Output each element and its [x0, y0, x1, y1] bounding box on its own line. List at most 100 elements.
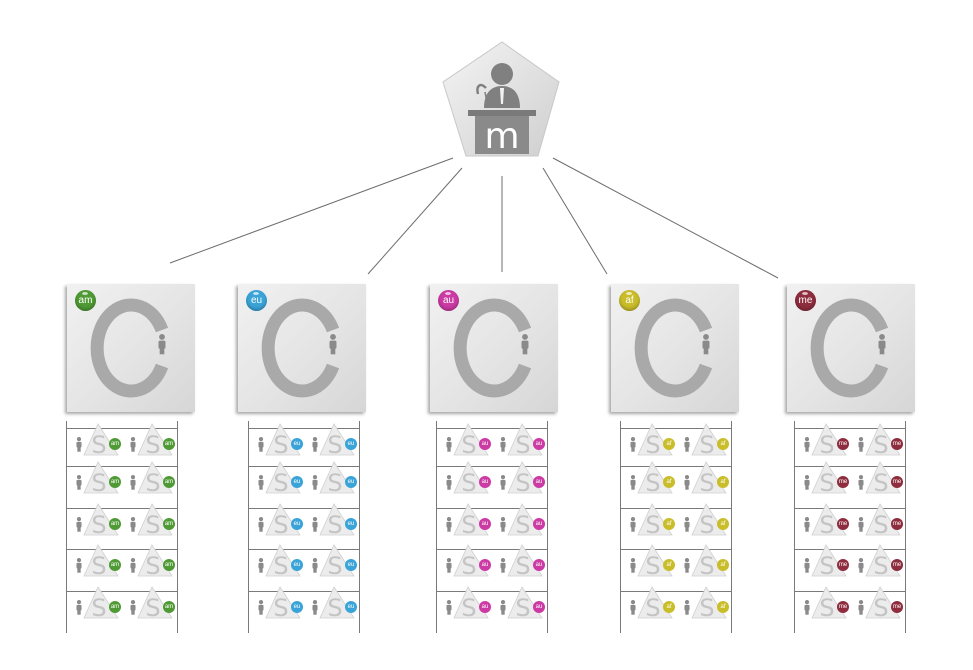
ladder-rung [248, 591, 360, 592]
school-region-badge: me [837, 476, 849, 488]
ladder-rung [794, 549, 906, 550]
svg-text:S: S [461, 469, 476, 495]
svg-text:S: S [515, 552, 530, 578]
connector-af [542, 167, 608, 275]
ladder-rail-left [436, 421, 437, 633]
school-region-badge: me [891, 476, 903, 488]
ladder-rung [620, 508, 732, 509]
school-region-badge: am [109, 476, 121, 488]
svg-text:S: S [819, 552, 834, 578]
speaker-at-podium-icon [468, 63, 536, 154]
svg-text:S: S [819, 511, 834, 537]
connector-am [169, 157, 454, 264]
ladder-rail-left [66, 421, 67, 633]
ladder-rail-left [794, 421, 795, 633]
svg-text:S: S [645, 511, 660, 537]
open-ring-icon [634, 298, 713, 398]
svg-text:S: S [327, 552, 342, 578]
school-region-badge: am [163, 601, 175, 613]
person-icon [521, 334, 529, 355]
school-region-badge: au [479, 518, 491, 530]
ladder-rail-right [905, 421, 906, 633]
svg-text:S: S [645, 431, 660, 457]
svg-text:S: S [145, 552, 160, 578]
school-region-badge: am [109, 559, 121, 571]
svg-text:S: S [327, 431, 342, 457]
ladder-rung [436, 591, 548, 592]
region-box-eu: eu [238, 284, 366, 412]
school-region-badge: eu [291, 476, 303, 488]
person-icon [702, 334, 710, 355]
svg-text:S: S [873, 469, 888, 495]
region-badge-af: af [619, 290, 640, 311]
school-region-badge: af [717, 518, 729, 530]
open-ring-icon [810, 298, 889, 398]
person-icon [878, 334, 886, 355]
svg-text:S: S [461, 431, 476, 457]
school-region-badge: eu [345, 559, 357, 571]
svg-text:S: S [699, 431, 714, 457]
school-region-badge: af [663, 559, 675, 571]
school-region-badge: me [891, 601, 903, 613]
ladder-rung [66, 428, 178, 429]
svg-text:S: S [327, 594, 342, 620]
region-badge-au: au [438, 290, 459, 311]
school-region-badge: au [533, 601, 545, 613]
svg-text:S: S [699, 594, 714, 620]
ladder-rail-right [731, 421, 732, 633]
ladder-rung [436, 428, 548, 429]
ladder-rung [248, 466, 360, 467]
hub-pentagon: m [442, 41, 560, 157]
school-region-badge: au [479, 438, 491, 450]
ladder-rung [620, 591, 732, 592]
hub-letter: m [484, 116, 519, 157]
svg-text:S: S [145, 511, 160, 537]
school-region-badge: au [479, 559, 491, 571]
svg-text:S: S [273, 469, 288, 495]
svg-text:S: S [699, 552, 714, 578]
ladder-rail-right [359, 421, 360, 633]
school-region-badge: au [533, 438, 545, 450]
region-box-af: af [611, 284, 739, 412]
school-region-badge: me [891, 438, 903, 450]
school-region-badge: eu [345, 438, 357, 450]
svg-text:S: S [515, 469, 530, 495]
svg-text:S: S [91, 552, 106, 578]
school-region-badge: eu [345, 518, 357, 530]
svg-text:S: S [461, 594, 476, 620]
school-region-badge: am [109, 438, 121, 450]
ladder-rail-left [248, 421, 249, 633]
